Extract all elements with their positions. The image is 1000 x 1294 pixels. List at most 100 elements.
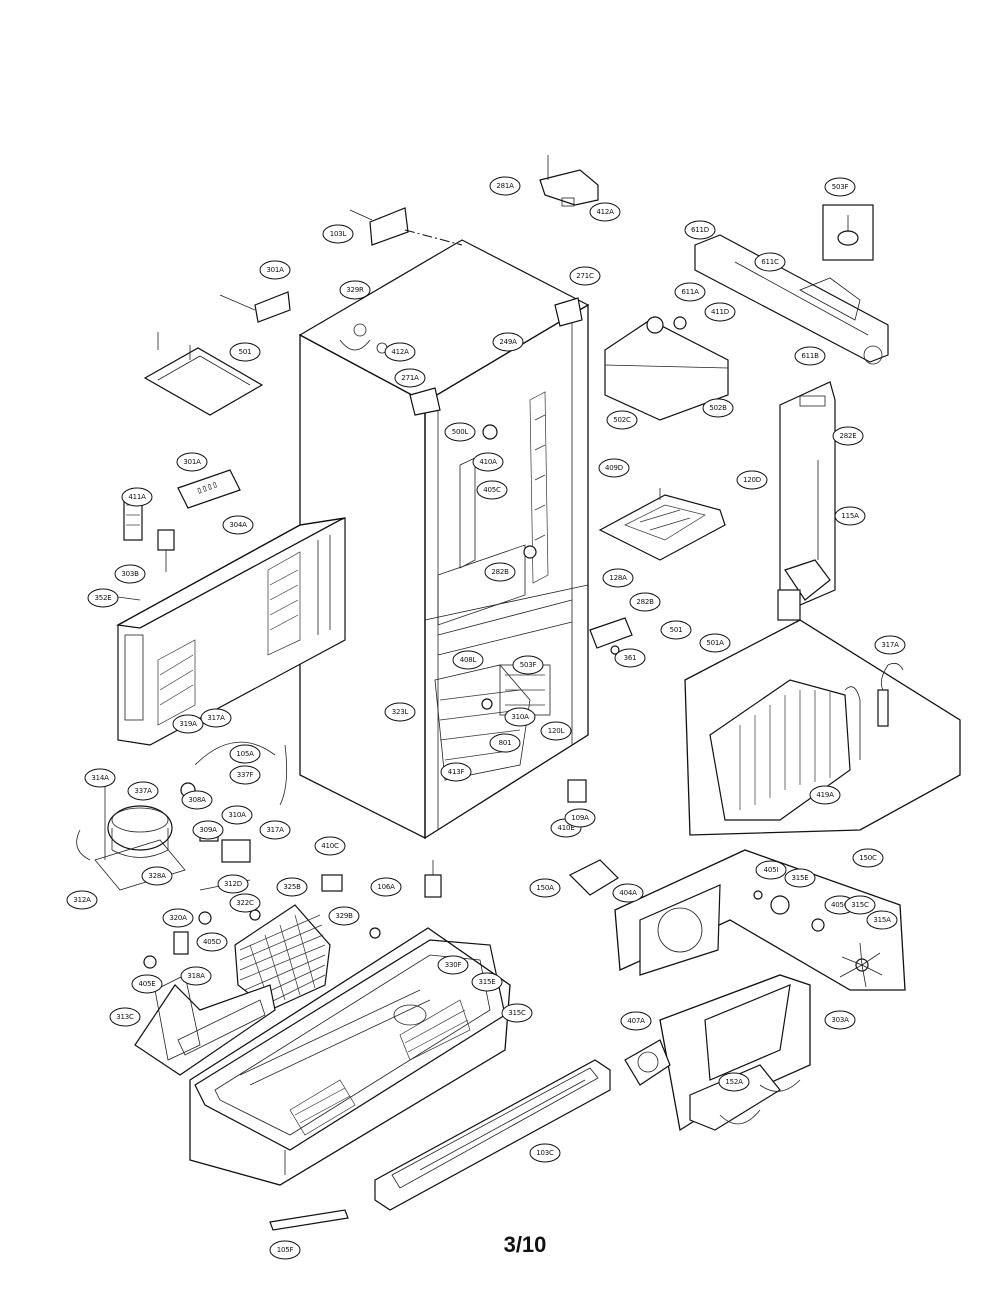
callout-301a-left: 301A bbox=[176, 452, 208, 472]
evaporator-group bbox=[684, 619, 961, 836]
callout-405c: 405C bbox=[476, 480, 508, 500]
callout-bubble bbox=[229, 893, 261, 913]
callout-bubble bbox=[512, 655, 544, 675]
callout-bubble bbox=[221, 805, 253, 825]
callout-label: 303B bbox=[121, 570, 139, 578]
callout-label: 352E bbox=[95, 594, 112, 602]
callout-label: 282B bbox=[636, 598, 654, 606]
callout-label: 408L bbox=[460, 656, 477, 664]
callout-label: 271A bbox=[401, 374, 419, 382]
callout-304a: 304A bbox=[222, 515, 254, 535]
callout-label: 310A bbox=[228, 811, 246, 819]
callout-label: 405E bbox=[139, 980, 156, 988]
callout-411d: 411D bbox=[704, 302, 736, 322]
callout-282b: 282B bbox=[484, 562, 516, 582]
callout-label: 611A bbox=[681, 288, 699, 296]
callout-501a: 501A bbox=[699, 633, 731, 653]
callout-bubble bbox=[229, 744, 261, 764]
callout-bubble bbox=[472, 452, 504, 472]
callout-308a: 308A bbox=[181, 790, 213, 810]
callout-329r: 329R bbox=[339, 280, 371, 300]
callout-405e: 405E bbox=[131, 974, 163, 994]
callout-bubble bbox=[452, 650, 484, 670]
callout-328a: 328A bbox=[141, 866, 173, 886]
callout-label: 611C bbox=[761, 258, 779, 266]
callout-label: 103C bbox=[536, 1149, 554, 1157]
callout-label: 502C bbox=[613, 416, 631, 424]
callout-bubble bbox=[440, 762, 472, 782]
control-box-group: ▯▯▯▯ bbox=[109, 469, 346, 746]
callout-bubble bbox=[259, 820, 291, 840]
callout-bubble bbox=[504, 707, 536, 727]
callout-bubble bbox=[181, 790, 213, 810]
callout-611b: 611B bbox=[794, 346, 826, 366]
callout-bubble bbox=[476, 480, 508, 500]
callout-label: 315E bbox=[479, 978, 496, 986]
callout-106a: 106A bbox=[370, 877, 402, 897]
callout-bubble bbox=[196, 932, 228, 952]
callout-bubble bbox=[866, 910, 898, 930]
callout-label: 115A bbox=[841, 512, 859, 520]
callout-bubble bbox=[501, 1003, 533, 1023]
callout-501: 501 bbox=[229, 342, 261, 362]
callout-label: 105F bbox=[277, 1246, 294, 1254]
callout-bubble bbox=[492, 332, 524, 352]
fan-blade bbox=[839, 942, 883, 988]
callout-bubble bbox=[314, 836, 346, 856]
callout-bubble bbox=[736, 470, 768, 490]
callout-bubble bbox=[832, 426, 864, 446]
callout-bubble bbox=[674, 282, 706, 302]
callout-503f-mid: 503F bbox=[512, 655, 544, 675]
callout-502b: 502B bbox=[702, 398, 734, 418]
callout-label: 315C bbox=[508, 1009, 526, 1017]
callout-bubble bbox=[824, 1010, 856, 1030]
callout-337f: 337F bbox=[229, 765, 261, 785]
callout-315e: 315E bbox=[784, 868, 816, 888]
callout-label: 329B bbox=[335, 912, 353, 920]
callout-label: 317A bbox=[207, 714, 225, 722]
callout-label: 410E bbox=[558, 824, 575, 832]
callout-label: 109A bbox=[571, 814, 589, 822]
callout-label: 152A bbox=[725, 1078, 743, 1086]
callout-412a-mid: 412A bbox=[384, 342, 416, 362]
callout-label: 322C bbox=[236, 899, 254, 907]
callout-bubble bbox=[176, 452, 208, 472]
callout-label: 313C bbox=[116, 1013, 134, 1021]
callout-label: 320A bbox=[169, 914, 187, 922]
callout-label: 410C bbox=[321, 842, 339, 850]
callout-410a: 410A bbox=[472, 452, 504, 472]
callout-label: 412A bbox=[596, 208, 614, 216]
callout-313c: 313C bbox=[109, 1007, 141, 1027]
callout-bubble bbox=[852, 848, 884, 868]
callout-bubble bbox=[540, 721, 572, 741]
callout-329b: 329B bbox=[328, 906, 360, 926]
callout-label: 314A bbox=[91, 774, 109, 782]
callout-label: 301A bbox=[183, 458, 201, 466]
misc-parts-group bbox=[321, 617, 633, 898]
callout-410c: 410C bbox=[314, 836, 346, 856]
callout-419a: 419A bbox=[809, 785, 841, 805]
callout-bubble bbox=[384, 342, 416, 362]
callout-128a: 128A bbox=[602, 568, 634, 588]
callout-120l: 120L bbox=[540, 721, 572, 741]
callout-282e: 282E bbox=[832, 426, 864, 446]
page-number: 3/10 bbox=[503, 1232, 547, 1257]
callout-bubble bbox=[192, 820, 224, 840]
callout-bubble bbox=[598, 458, 630, 478]
condenser-group bbox=[234, 904, 381, 1011]
callout-352e: 352E bbox=[87, 588, 119, 608]
callout-label: 309A bbox=[199, 826, 217, 834]
callout-611a: 611A bbox=[674, 282, 706, 302]
callout-label: 304A bbox=[229, 521, 247, 529]
callout-303a: 303A bbox=[824, 1010, 856, 1030]
callout-409d: 409D bbox=[598, 458, 630, 478]
callout-label: 405D bbox=[203, 938, 221, 946]
callout-503f: 503F bbox=[824, 177, 856, 197]
callout-bubble bbox=[684, 220, 716, 240]
callout-361: 361 bbox=[614, 648, 646, 668]
right-upper-group bbox=[598, 204, 889, 621]
callout-bubble bbox=[699, 633, 731, 653]
callout-bubble bbox=[217, 874, 249, 894]
callout-label: 282B bbox=[491, 568, 509, 576]
callout-label: 103L bbox=[330, 230, 347, 238]
